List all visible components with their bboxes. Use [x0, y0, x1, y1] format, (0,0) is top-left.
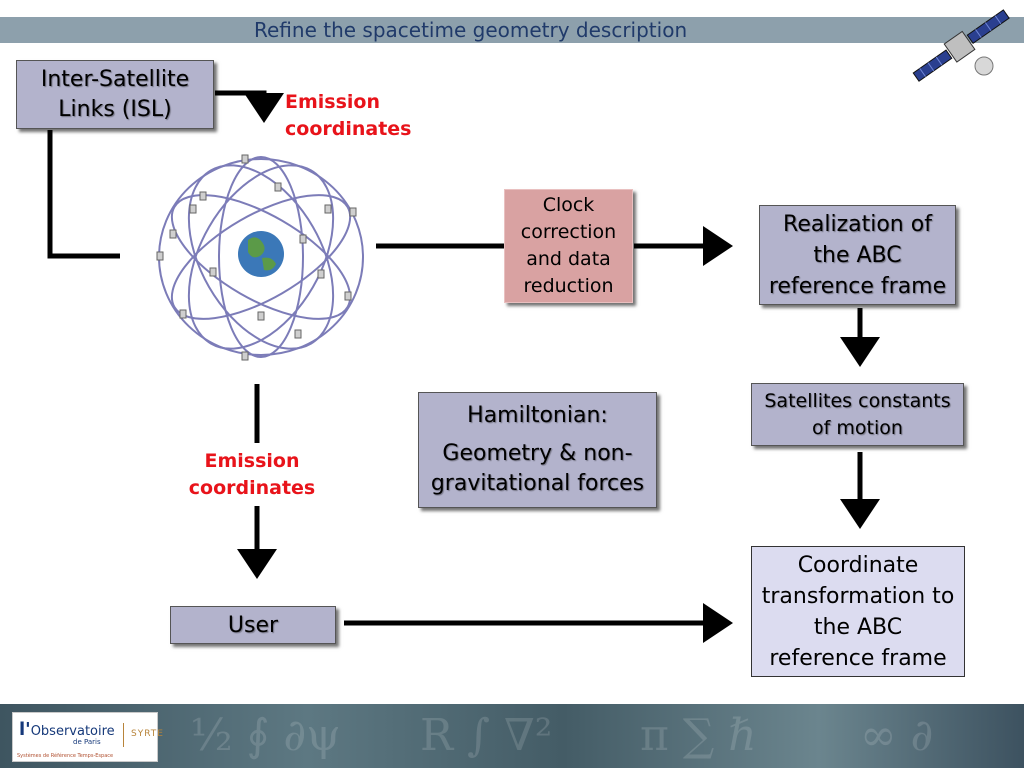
satellite-markers — [156, 154, 357, 361]
clock-line3: and data — [526, 248, 611, 270]
constants-line1: Satellites constants — [764, 389, 951, 412]
constants-box: Satellites constants of motion — [751, 383, 964, 446]
constants-line2: of motion — [812, 416, 903, 439]
isl-box: Inter-Satellite Links (ISL) — [16, 60, 214, 129]
satellite-constellation — [158, 156, 364, 358]
emission-mid-line1: Emission — [204, 450, 300, 472]
logo-subtitle: Systèmes de Référence Temps-Espace — [17, 753, 114, 759]
emission-label-mid: Emission coordinates — [188, 448, 316, 502]
logo-name: l'Observatoire — [19, 719, 115, 740]
isl-line2: Links (ISL) — [58, 96, 172, 122]
realization-line1: Realization of — [783, 211, 932, 237]
emission-top-line2: coordinates — [285, 118, 412, 140]
slide-title: Refine the spacetime geometry descriptio… — [254, 18, 688, 42]
user-label: User — [227, 612, 279, 638]
emission-top-line1: Emission — [285, 91, 380, 113]
line-isl-bracket — [47, 130, 120, 259]
logo-separator — [123, 723, 124, 747]
hamiltonian-line2: Geometry & non- — [442, 441, 633, 466]
hamiltonian-box: Hamiltonian: Geometry & non- gravitation… — [418, 392, 657, 508]
observatoire-logo: l'Observatoire de Paris SYRTE Systèmes d… — [12, 712, 163, 762]
footer-decoration: ½ ∮ ∂ψ — [190, 710, 341, 761]
emission-mid-line2: coordinates — [188, 477, 316, 499]
transform-line4: reference frame — [769, 645, 947, 671]
footer-decoration: π ∑ ℏ — [640, 710, 757, 761]
clock-line2: correction — [520, 221, 617, 243]
realization-line2: the ABC — [813, 242, 902, 268]
hamiltonian-line1: Hamiltonian: — [467, 403, 608, 428]
user-box: User — [170, 606, 336, 644]
realization-line3: reference frame — [768, 273, 947, 299]
arrow-isl-to-constellation — [215, 90, 284, 123]
title-bar — [0, 17, 1024, 43]
clock-correction-box: Clock correction and data reduction — [504, 189, 633, 303]
earth-icon — [238, 231, 284, 277]
transform-line3: the ABC — [813, 614, 903, 640]
realization-box: Realization of the ABC reference frame — [759, 205, 956, 305]
emission-label-top: Emission coordinates — [285, 89, 411, 143]
footer-decoration: R ∫ ∇² — [420, 710, 553, 761]
clock-line4: reduction — [523, 275, 614, 297]
transform-box: Coordinate transformation to the ABC ref… — [751, 546, 965, 677]
footer-decoration: ∞ ∂ — [860, 710, 934, 761]
logo-place: de Paris — [73, 738, 101, 746]
footer-banner: ½ ∮ ∂ψ R ∫ ∇² π ∑ ℏ ∞ ∂ — [0, 704, 1024, 768]
hamiltonian-line3: gravitational forces — [430, 471, 645, 496]
isl-line1: Inter-Satellite — [40, 66, 190, 92]
transform-line2: transformation to — [761, 583, 955, 609]
satellite-icon — [912, 9, 1010, 82]
clock-line1: Clock — [542, 194, 595, 216]
transform-line1: Coordinate — [797, 552, 919, 578]
logo-lab: SYRTE — [131, 729, 164, 739]
